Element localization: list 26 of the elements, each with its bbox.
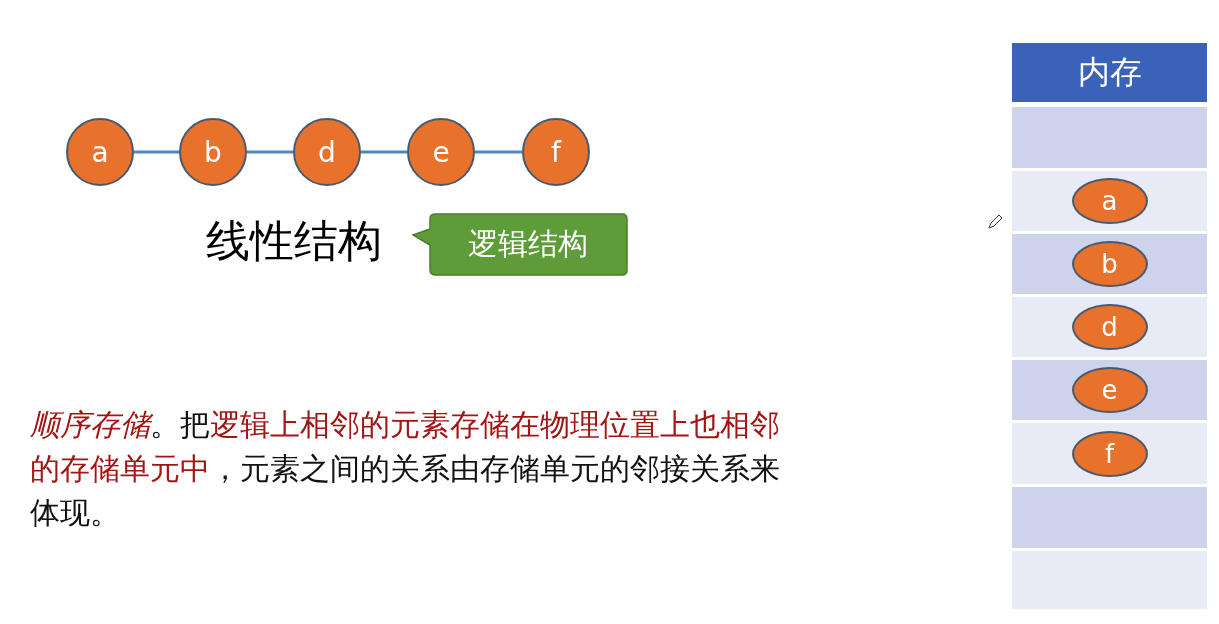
memory-cell [1012, 487, 1207, 548]
element-oval: f [1071, 430, 1148, 477]
callout-text: 逻辑结构 [468, 225, 588, 263]
element-circle: e [407, 118, 475, 186]
memory-cell [1012, 360, 1207, 420]
memory-cell [1012, 297, 1207, 357]
connector-line [475, 150, 522, 154]
description-paragraph: 顺序存储。把逻辑上相邻的元素存储在物理位置上也相邻的存储单元中，元素之间的关系由存储单元的邻接关系来体现。 [30, 406, 781, 532]
element-oval: b [1071, 241, 1148, 287]
element-oval: a [1071, 178, 1148, 224]
memory-cell [1012, 107, 1207, 168]
connector-line [361, 150, 407, 154]
connector-line [247, 150, 293, 154]
structure-label: 线性结构 [206, 214, 382, 268]
speech-callout [412, 213, 628, 276]
memory-cell [1012, 423, 1207, 484]
element-circle: a [66, 118, 134, 186]
element-oval: e [1071, 367, 1148, 413]
memory-cell [1012, 171, 1207, 231]
element-circle: f [522, 118, 590, 186]
connector-line [134, 150, 179, 154]
memory-cell [1012, 234, 1207, 294]
element-circle: b [179, 118, 247, 186]
memory-header: 内存 [1012, 43, 1207, 102]
element-circle: d [293, 118, 361, 186]
element-oval: d [1071, 304, 1148, 350]
